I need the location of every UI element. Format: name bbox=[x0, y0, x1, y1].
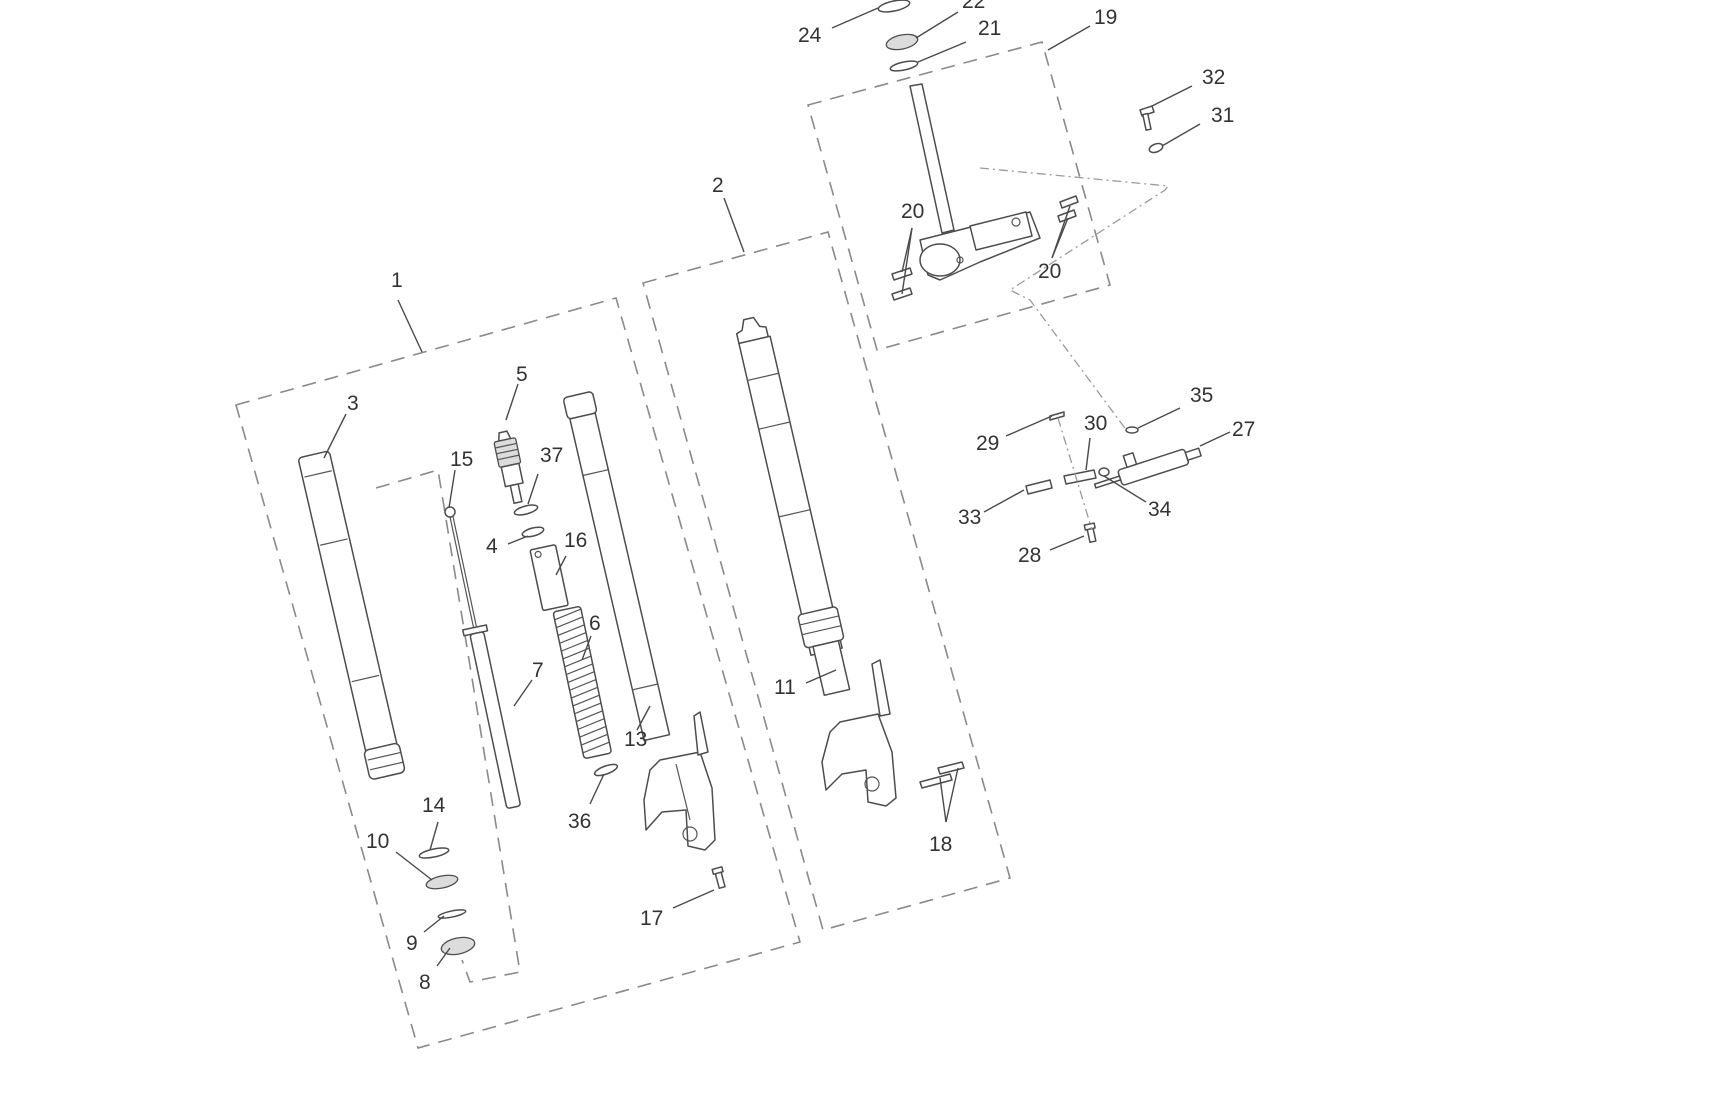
ring-36 bbox=[593, 763, 619, 777]
link-line-inner-left bbox=[375, 468, 521, 983]
callout-27: 27 bbox=[1232, 418, 1255, 441]
bolts-20-left bbox=[891, 267, 913, 301]
callout-18: 18 bbox=[929, 833, 952, 856]
lower-yoke bbox=[909, 83, 1041, 281]
callout-20-right: 20 bbox=[1038, 260, 1061, 283]
callout-6: 6 bbox=[589, 612, 601, 635]
callout-16: 16 bbox=[564, 529, 587, 552]
callout-37: 37 bbox=[540, 444, 563, 467]
callout-9: 9 bbox=[406, 932, 418, 955]
callout-19: 19 bbox=[1094, 6, 1117, 29]
callout-17: 17 bbox=[640, 907, 663, 930]
group-box-left-fork bbox=[235, 297, 801, 1049]
spacer-tube bbox=[529, 544, 569, 612]
group-box-right-fork bbox=[642, 231, 1011, 931]
callout-11: 11 bbox=[774, 676, 796, 699]
ring-9 bbox=[437, 909, 467, 919]
damper-rod bbox=[444, 506, 521, 809]
callout-29: 29 bbox=[976, 432, 999, 455]
fork-leg-left bbox=[643, 711, 716, 851]
bolts-18 bbox=[919, 761, 965, 789]
bolt-28 bbox=[1083, 522, 1097, 544]
callout-36: 36 bbox=[568, 810, 591, 833]
pin-29 bbox=[1049, 411, 1065, 421]
callout-34: 34 bbox=[1148, 498, 1172, 521]
seal-21 bbox=[889, 60, 919, 72]
link-line-steering bbox=[979, 167, 1170, 436]
callout-31: 31 bbox=[1211, 104, 1234, 127]
fork-cap-adjuster bbox=[493, 430, 524, 505]
callout-4: 4 bbox=[486, 535, 498, 558]
callout-7: 7 bbox=[532, 659, 544, 682]
steering-damper bbox=[1093, 447, 1202, 489]
callout-28: 28 bbox=[1018, 544, 1041, 567]
washer-34 bbox=[1098, 467, 1110, 477]
callout-13: 13 bbox=[624, 728, 647, 751]
callout-33: 33 bbox=[958, 506, 981, 529]
dust-seal-8 bbox=[440, 936, 476, 956]
callout-5: 5 bbox=[516, 363, 528, 386]
callouts: 1 2 3 4 5 6 7 8 9 10 11 13 14 15 16 17 1… bbox=[347, 0, 1255, 994]
group-box-lower-yoke bbox=[807, 41, 1111, 351]
callout-30: 30 bbox=[1084, 412, 1107, 435]
bolt-33 bbox=[1025, 479, 1053, 495]
callout-22: 22 bbox=[962, 0, 985, 13]
callout-15: 15 bbox=[450, 448, 473, 471]
callout-3: 3 bbox=[347, 392, 359, 415]
fork-right bbox=[735, 316, 897, 807]
clip-14 bbox=[418, 847, 450, 859]
seal-10 bbox=[425, 874, 459, 890]
ring-35 bbox=[1125, 426, 1139, 434]
callout-1: 1 bbox=[391, 269, 403, 292]
spacer-30 bbox=[1063, 469, 1097, 485]
parts bbox=[298, 0, 1202, 956]
callout-24: 24 bbox=[798, 24, 822, 47]
fork-spring bbox=[552, 605, 612, 759]
bolt-32 bbox=[1139, 105, 1155, 131]
bearing-22 bbox=[885, 33, 919, 51]
group-outlines bbox=[235, 41, 1170, 1049]
callout-35: 35 bbox=[1190, 384, 1213, 407]
bolt-17 bbox=[711, 866, 726, 889]
nut-24 bbox=[877, 0, 911, 13]
callout-21: 21 bbox=[978, 17, 1001, 40]
washer-31 bbox=[1148, 142, 1164, 154]
washer-4 bbox=[521, 526, 545, 538]
callout-8: 8 bbox=[419, 971, 431, 994]
inner-tube-left bbox=[563, 391, 671, 742]
axis-line-28-29 bbox=[1057, 417, 1093, 531]
callout-2: 2 bbox=[712, 174, 724, 197]
outer-tube-left bbox=[298, 450, 406, 780]
callout-10: 10 bbox=[366, 830, 389, 853]
callout-14: 14 bbox=[422, 794, 446, 817]
o-ring-37 bbox=[513, 504, 539, 516]
callout-32: 32 bbox=[1202, 66, 1225, 89]
callout-20-left: 20 bbox=[901, 200, 924, 223]
leader-lines bbox=[323, 7, 1231, 967]
